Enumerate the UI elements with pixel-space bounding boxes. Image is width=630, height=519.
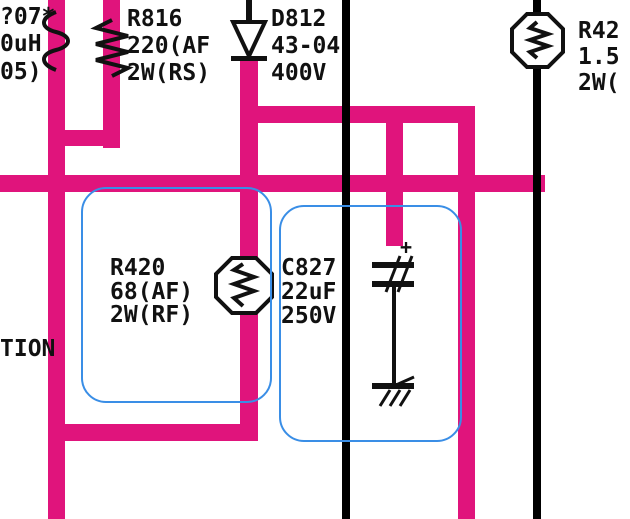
d812-value-label: 43-04	[271, 33, 340, 59]
trace-network	[0, 0, 545, 519]
r420-rating-label: 2W(RF)	[110, 302, 193, 328]
trace-vertical-r816	[103, 0, 120, 148]
d812-ref-label: D812	[271, 6, 326, 32]
r42x-ref-label: R42	[578, 18, 620, 44]
trace-r420-return	[65, 424, 258, 441]
capacitor-c827-icon	[372, 255, 415, 407]
wire-vertical-center	[342, 0, 350, 519]
trace-c827-feed	[386, 106, 403, 246]
r42x-rating-label: 2W(	[578, 70, 620, 96]
r816-value-label: 220(AF	[127, 33, 210, 59]
inductor-value-label: 0uH	[0, 31, 42, 57]
trace-d812-down	[240, 58, 258, 268]
c827-polarity-mark: +	[400, 235, 412, 259]
inductor-ref-label: ?07*	[0, 4, 55, 30]
wire-network	[342, 0, 541, 519]
d812-rating-label: 400V	[271, 60, 327, 86]
r816-ref-label: R816	[127, 6, 182, 32]
c827-rating-label: 250V	[281, 303, 337, 329]
side-label: TION	[0, 336, 55, 362]
fusible-resistor-r42x-icon	[510, 12, 565, 69]
trace-r816-return	[65, 130, 120, 146]
r42x-value-label: 1.5	[578, 44, 620, 70]
r420-ref-label: R420	[110, 255, 165, 281]
trace-vertical-right	[458, 106, 475, 519]
inductor-icon	[42, 10, 70, 72]
r420-value-label: 68(AF)	[110, 279, 193, 305]
c827-highlight-box[interactable]	[279, 205, 462, 442]
r816-rating-label: 2W(RS)	[127, 60, 210, 86]
inductor-rating-label: 05)	[0, 59, 42, 85]
fusible-resistor-r420-icon	[214, 256, 274, 315]
trace-vertical-left	[48, 0, 65, 519]
c827-ref-label: C827	[281, 255, 336, 281]
resistor-r816-icon	[90, 18, 134, 78]
trace-top-bus	[240, 106, 473, 123]
c827-value-label: 22uF	[281, 279, 336, 305]
wire-vertical-right	[533, 0, 541, 519]
r420-highlight-box[interactable]	[81, 187, 272, 403]
diode-d812-icon	[229, 0, 269, 61]
trace-r420-down	[240, 308, 258, 440]
